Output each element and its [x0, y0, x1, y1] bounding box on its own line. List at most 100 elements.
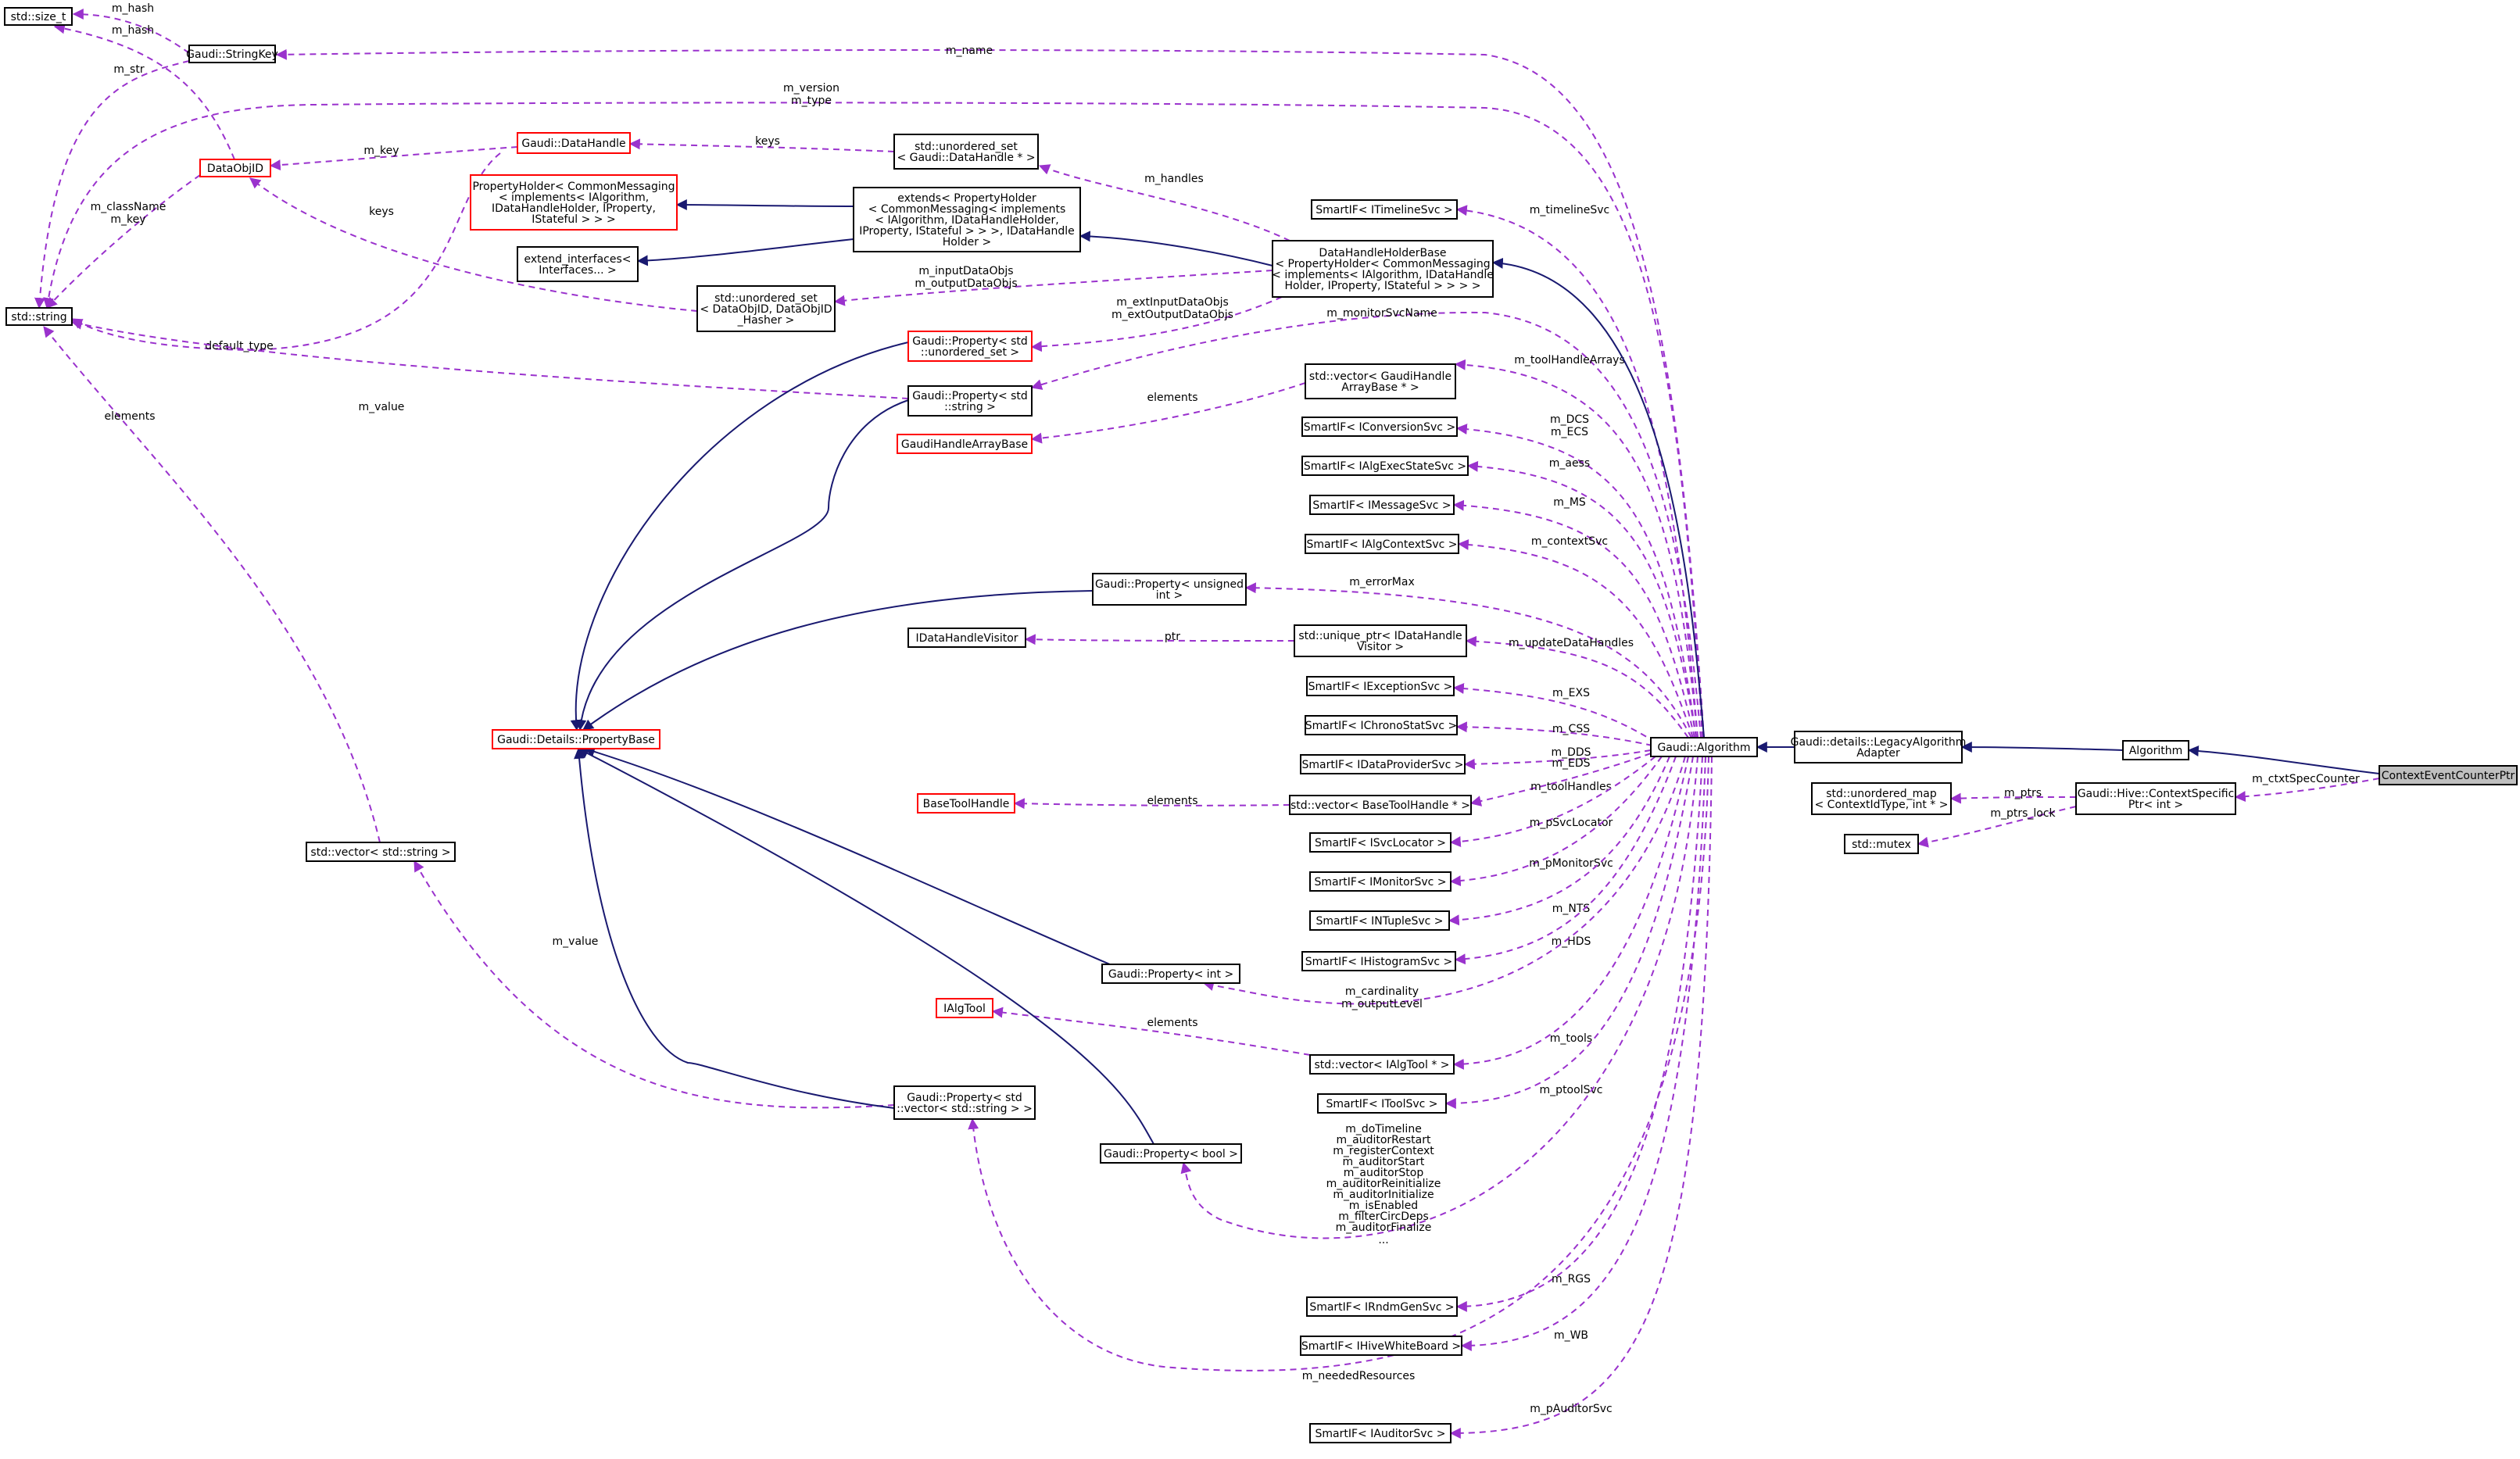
class-node-sif-wb[interactable]: SmartIF< IHiveWhiteBoard >: [1300, 1336, 1462, 1356]
e-mvalue2-line: [413, 860, 895, 1109]
class-node-uset-doid[interactable]: std::unordered_set< DataObjID, DataObjID…: [696, 285, 836, 332]
node-label: SmartIF< IToolSvc >: [1326, 1098, 1437, 1110]
class-node-gha-base[interactable]: GaudiHandleArrayBase: [897, 434, 1033, 454]
class-node-algorithm[interactable]: Algorithm: [2122, 740, 2189, 760]
class-node-sif-svcloc[interactable]: SmartIF< ISvcLocator >: [1309, 832, 1452, 853]
class-node-dhhb[interactable]: DataHandleHolderBase< PropertyHolder< Co…: [1272, 240, 1494, 298]
class-node-sif-algctx[interactable]: SmartIF< IAlgContextSvc >: [1305, 534, 1459, 554]
node-label: extend_interfaces<: [524, 253, 632, 266]
class-node-basetoolhandle[interactable]: BaseToolHandle: [917, 793, 1015, 814]
node-box: [1317, 1093, 1447, 1114]
class-node-propbase[interactable]: Gaudi::Details::PropertyBase: [492, 729, 660, 749]
class-node-size-t[interactable]: std::size_t: [4, 7, 73, 26]
class-node-stringkey[interactable]: Gaudi::StringKey: [186, 45, 278, 63]
e-default-edge: default_type: [70, 152, 501, 352]
class-node-vec-bth[interactable]: std::vector< BaseToolHandle * >: [1289, 795, 1472, 815]
i-prop-int-line: [583, 746, 1111, 965]
class-node-sif-timeline[interactable]: SmartIF< ITimelineSvc >: [1311, 199, 1458, 220]
class-node-idh-visitor[interactable]: IDataHandleVisitor: [907, 628, 1026, 648]
class-node-sif-rndm[interactable]: SmartIF< IRndmGenSvc >: [1306, 1296, 1458, 1317]
e-str-edge: m_str: [34, 60, 190, 309]
class-node-mutex[interactable]: std::mutex: [1844, 834, 1919, 854]
e-ptr-line: [1024, 634, 1295, 645]
class-node-sif-chrono[interactable]: SmartIF< IChronoStatSvc >: [1305, 715, 1458, 735]
e-hash2-line: [53, 23, 235, 160]
node-label: Holder >: [943, 236, 991, 249]
e-elem-str-line: [43, 326, 381, 843]
node-box: [199, 159, 271, 177]
class-node-sif-aess[interactable]: SmartIF< IAlgExecStateSvc >: [1301, 456, 1469, 476]
class-node-prop-int[interactable]: Gaudi::Property< int >: [1101, 964, 1240, 984]
edge-label: m_handles: [1144, 173, 1204, 185]
class-node-uptr-visitor[interactable]: std::unique_ptr< IDataHandleVisitor >: [1294, 624, 1467, 657]
node-box: [893, 134, 1039, 170]
edge-label: m_pSvcLocator: [1530, 817, 1613, 829]
edge-label: m_doTimeline: [1345, 1123, 1422, 1135]
e-pmon-edge: m_pMonitorSvc: [1449, 756, 1663, 887]
edge-label: m_errorMax: [1349, 576, 1414, 588]
class-node-sif-dp[interactable]: SmartIF< IDataProviderSvc >: [1300, 754, 1466, 774]
class-node-target[interactable]: ContextEventCounterPtr: [2379, 765, 2518, 785]
e-ptrslock-line: [1917, 806, 2077, 848]
node-label: extends< PropertyHolder: [897, 192, 1036, 205]
node-label: SmartIF< IMonitorSvc >: [1314, 876, 1446, 889]
class-node-dataobjid[interactable]: DataObjID: [199, 159, 271, 177]
node-label: Adapter: [1856, 747, 1900, 760]
class-node-umap[interactable]: std::unordered_map< ContextIdType, int *…: [1811, 782, 1952, 815]
class-node-prop-uset[interactable]: Gaudi::Property< std::unordered_set >: [907, 331, 1033, 362]
e-errmax-edge: m_errorMax: [1244, 576, 1692, 738]
class-node-extend-if[interactable]: extend_interfaces<Interfaces... >: [517, 246, 639, 282]
e-hash1-line: [72, 9, 190, 54]
class-node-string[interactable]: std::string: [5, 307, 73, 326]
node-box: [1301, 951, 1456, 971]
i-propholder-edge: [675, 199, 854, 211]
class-node-prop-vecstr[interactable]: Gaudi::Property< std::vector< std::strin…: [893, 1085, 1036, 1120]
class-node-ialgtool[interactable]: IAlgTool: [936, 998, 993, 1018]
class-node-extends[interactable]: extends< PropertyHolder< CommonMessaging…: [853, 187, 1081, 252]
class-node-propholder[interactable]: PropertyHolder< CommonMessaging< impleme…: [470, 174, 678, 231]
node-label: Gaudi::Property< int >: [1108, 968, 1233, 981]
class-node-prop-bool[interactable]: Gaudi::Property< bool >: [1100, 1143, 1242, 1164]
edge-label: m_value: [359, 401, 405, 413]
class-node-sif-msg[interactable]: SmartIF< IMessageSvc >: [1309, 495, 1455, 515]
edge-label: m_version: [783, 82, 839, 95]
class-node-sif-hist[interactable]: SmartIF< IHistogramSvc >: [1301, 951, 1456, 971]
node-box: [1311, 199, 1458, 220]
class-node-vec-ialgtool[interactable]: std::vector< IAlgTool * >: [1309, 1054, 1455, 1075]
i-propholder-line: [675, 199, 854, 211]
class-node-uset-dh[interactable]: std::unordered_set< Gaudi::DataHandle * …: [893, 134, 1039, 170]
node-box: [1309, 871, 1452, 892]
i-prop-string-line: [575, 399, 909, 731]
class-node-sif-toolsvc[interactable]: SmartIF< IToolSvc >: [1317, 1093, 1447, 1114]
e-handles-edge: m_handles: [1038, 164, 1290, 241]
edge-label: m_hash: [112, 2, 154, 15]
class-node-sif-conv[interactable]: SmartIF< IConversionSvc >: [1301, 417, 1458, 437]
e-nts-edge: m_NTS: [1448, 756, 1670, 926]
node-box: [1301, 417, 1458, 437]
edge-label: m_tools: [1550, 1032, 1592, 1045]
class-node-datahandle[interactable]: Gaudi::DataHandle: [517, 132, 631, 154]
class-node-sif-ntuple[interactable]: SmartIF< INTupleSvc >: [1309, 910, 1450, 931]
edge-label: m_updateDataHandles: [1509, 637, 1634, 649]
class-node-vec-string[interactable]: std::vector< std::string >: [306, 842, 456, 862]
e-bools-line: [1180, 756, 1698, 1239]
e-needed-edge: m_neededResources: [968, 756, 1709, 1382]
edge-label: m_outputLevel: [1341, 998, 1423, 1010]
class-node-sif-auditor[interactable]: SmartIF< IAuditorSvc >: [1309, 1423, 1452, 1443]
class-node-prop-string[interactable]: Gaudi::Property< std::string >: [907, 385, 1033, 417]
node-label: Gaudi::DataHandle: [521, 138, 625, 150]
e-ptoolsvc-line: [1444, 756, 1694, 1109]
class-node-vec-gha[interactable]: std::vector< GaudiHandleArrayBase * >: [1305, 363, 1456, 399]
e-toolha-line: [1454, 359, 1698, 738]
class-node-sif-mon[interactable]: SmartIF< IMonitorSvc >: [1309, 871, 1452, 892]
edge-label: m_RGS: [1552, 1273, 1591, 1286]
class-node-gaudi-alg[interactable]: Gaudi::Algorithm: [1650, 737, 1758, 757]
class-node-sif-exc[interactable]: SmartIF< IExceptionSvc >: [1306, 676, 1455, 696]
node-label: Gaudi::Property< std: [912, 390, 1028, 402]
